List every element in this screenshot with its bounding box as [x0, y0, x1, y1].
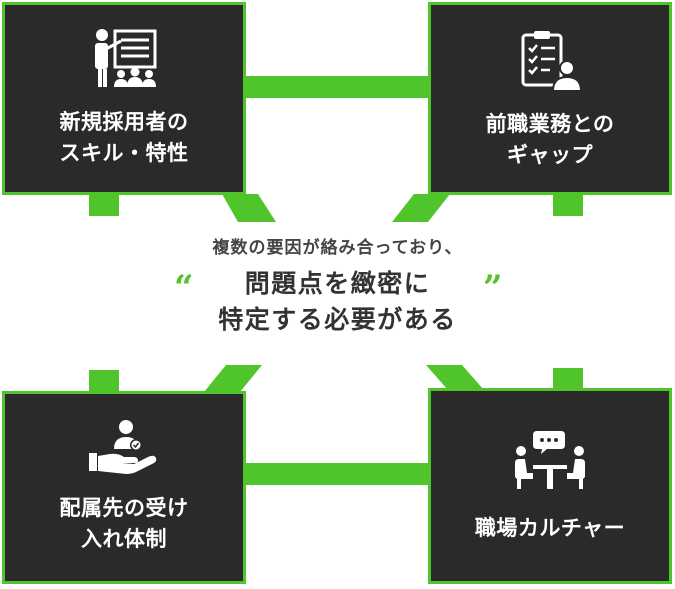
factor-label: 配属先の受け 入れ体制 — [59, 496, 189, 551]
factor-box-receiving-structure: 配属先の受け 入れ体制 — [2, 391, 246, 584]
center-message: 複数の要因が絡み合っており、 問題点を緻密に 特定する必要がある — [150, 236, 525, 338]
factor-label: 職場カルチャー — [474, 516, 626, 540]
factor-box-new-hire-skills: 新規採用者の スキル・特性 — [2, 2, 246, 195]
center-main-line2: 特定する必要がある — [218, 305, 457, 334]
presenter-audience-icon — [95, 29, 157, 87]
stub-tr — [553, 194, 583, 216]
factor-label: 前職業務との ギャップ — [485, 112, 615, 167]
connector-bottom — [244, 463, 430, 485]
stub-br — [553, 368, 583, 390]
close-quote-mark: ” — [483, 268, 503, 308]
center-main-line1: 問題点を緻密に — [244, 269, 431, 298]
center-subtitle: 複数の要因が絡み合っており、 — [212, 238, 463, 258]
open-quote-mark: “ — [174, 268, 194, 308]
arrow-tl — [222, 194, 276, 222]
factor-box-prior-job-gap: 前職業務との ギャップ — [428, 2, 672, 195]
connector-top — [244, 76, 430, 98]
factor-label: 新規採用者の スキル・特性 — [59, 110, 189, 165]
checklist-person-icon — [521, 31, 583, 92]
hand-person-icon — [89, 420, 157, 474]
arrow-br — [426, 365, 484, 390]
arrow-tr — [392, 194, 450, 222]
factor-box-workplace-culture: 職場カルチャー — [428, 388, 672, 584]
stub-bl — [89, 370, 119, 392]
stub-tl — [89, 194, 119, 216]
arrow-bl — [204, 365, 262, 392]
meeting-chat-icon — [515, 431, 585, 489]
